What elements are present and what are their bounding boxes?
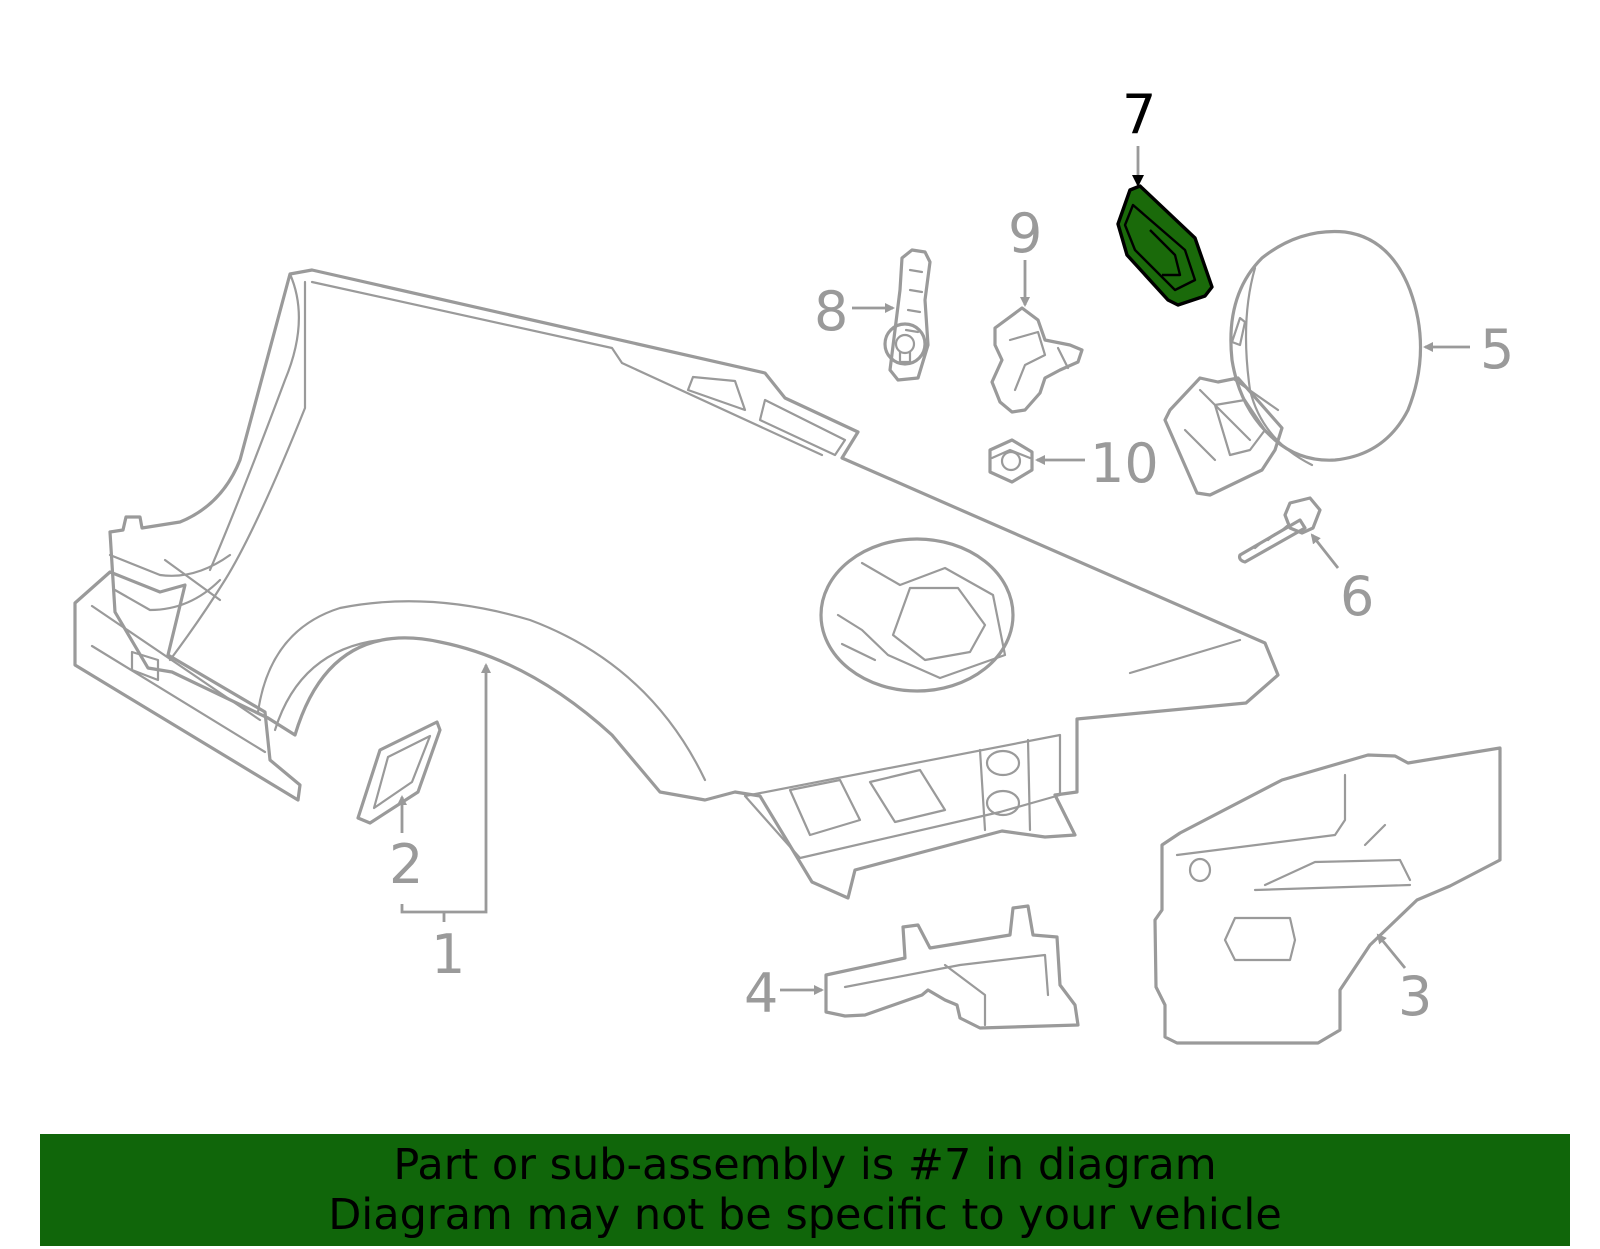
part-7-highlighted[interactable] [1116, 184, 1214, 307]
part-2-bracket[interactable] [356, 720, 442, 825]
callout-7[interactable]: 7 [1122, 83, 1156, 146]
leader-lines [397, 146, 1470, 995]
callout-10[interactable]: 10 [1090, 432, 1159, 495]
callout-8[interactable]: 8 [814, 280, 848, 343]
callout-1[interactable]: 1 [431, 923, 465, 986]
part-5-fuel-door[interactable] [1163, 229, 1423, 497]
callout-6[interactable]: 6 [1340, 565, 1374, 628]
part-3-wheelhouse[interactable] [1153, 746, 1502, 1045]
info-banner: Part or sub-assembly is #7 in diagram Di… [40, 1134, 1570, 1246]
banner-line-2: Diagram may not be specific to your vehi… [328, 1190, 1282, 1240]
banner-line-1: Part or sub-assembly is #7 in diagram [393, 1140, 1217, 1190]
part-9-bracket[interactable] [990, 306, 1084, 414]
part-4-reinforcement[interactable] [824, 904, 1080, 1030]
callout-2[interactable]: 2 [389, 833, 423, 896]
part-10-nut[interactable] [988, 438, 1034, 484]
callout-5[interactable]: 5 [1480, 318, 1514, 381]
part-1-quarter-panel[interactable] [73, 268, 1280, 900]
callout-4[interactable]: 4 [744, 962, 778, 1025]
callout-9[interactable]: 9 [1008, 202, 1042, 265]
callout-3[interactable]: 3 [1398, 965, 1432, 1028]
part-8-actuator[interactable] [883, 248, 932, 382]
part-6-bolt[interactable] [1237, 496, 1322, 564]
